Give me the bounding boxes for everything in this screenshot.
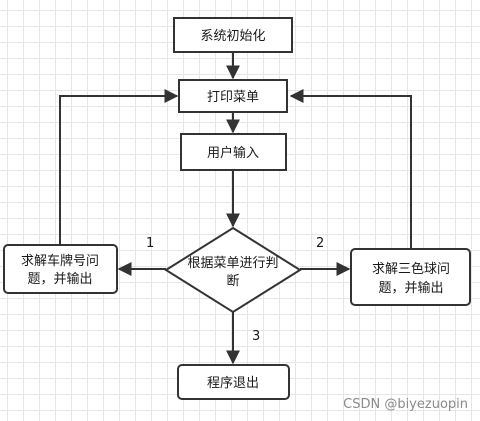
edge-label-2: 2 <box>316 236 324 251</box>
node-right-box <box>350 248 471 306</box>
edge-label-3: 3 <box>252 329 260 344</box>
edge-right-back-to-menu <box>289 89 412 249</box>
node-menu-box <box>178 79 288 113</box>
node-right-label-line2: 题，并输出 <box>378 280 443 296</box>
node-decision-label-line2: 断 <box>226 274 239 289</box>
node-right-label-line1: 求解三色球问 <box>372 261 450 277</box>
node-exit-box <box>177 364 290 400</box>
node-menu-label: 打印菜单 <box>207 90 259 105</box>
node-right-process: 求解三色球问 题，并输出 <box>350 248 471 306</box>
node-left-label-line2: 题，并输出 <box>27 271 92 287</box>
node-left-box <box>3 244 118 294</box>
node-decision-label-line1: 根据菜单进行判 <box>187 256 278 271</box>
node-decision-diamond <box>164 226 302 314</box>
edges <box>59 52 412 365</box>
node-init: 系统初始化 <box>173 17 293 53</box>
node-left-process: 求解车牌号问 题，并输出 <box>3 244 118 294</box>
edge-left-back-to-menu <box>59 89 179 245</box>
node-init-box <box>173 17 293 53</box>
node-input: 用户输入 <box>180 133 287 171</box>
watermark: CSDN @biyezuopin <box>343 397 468 412</box>
node-decision: 根据菜单进行判 断 <box>164 226 302 314</box>
node-left-label-line1: 求解车牌号问 <box>21 253 99 269</box>
node-input-box <box>180 133 287 171</box>
node-input-label: 用户输入 <box>207 145 259 161</box>
node-exit: 程序退出 <box>177 364 290 400</box>
node-menu: 打印菜单 <box>178 79 288 113</box>
node-init-label: 系统初始化 <box>200 29 265 44</box>
node-exit-label: 程序退出 <box>207 376 259 391</box>
edge-label-1: 1 <box>146 236 154 251</box>
